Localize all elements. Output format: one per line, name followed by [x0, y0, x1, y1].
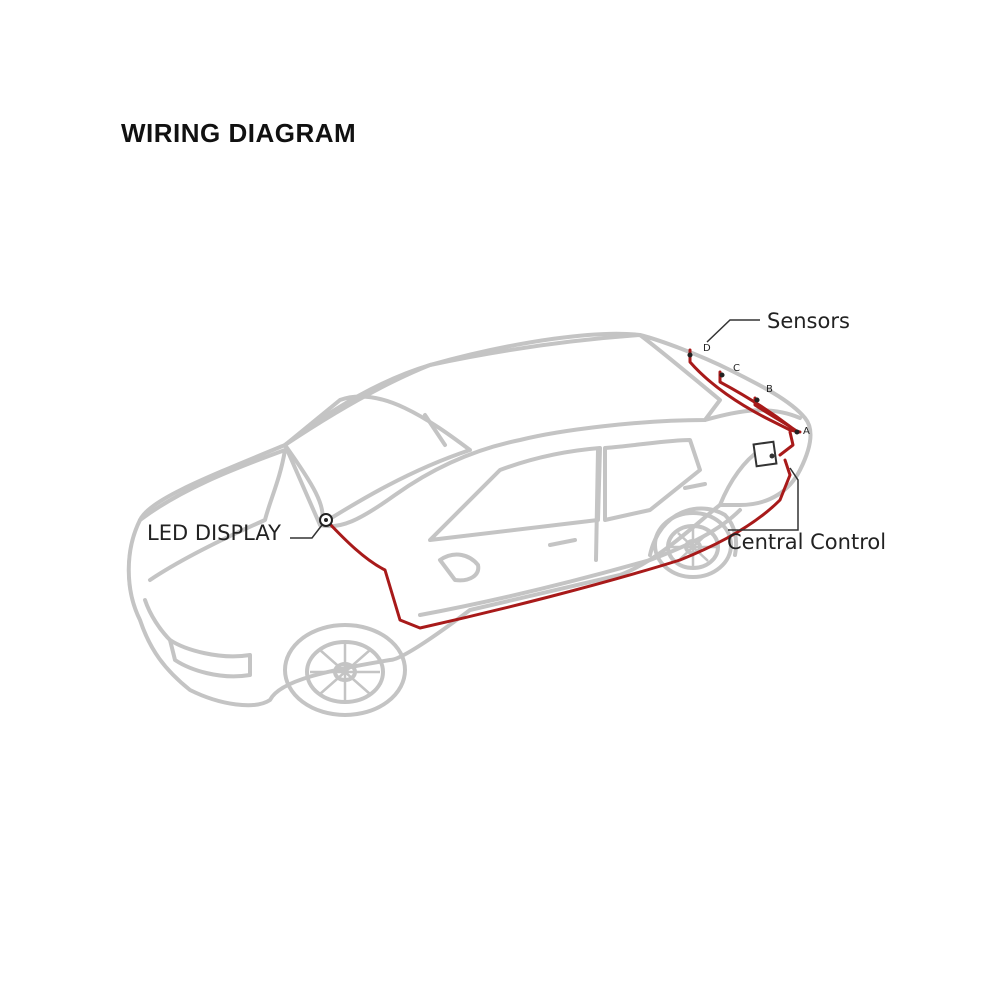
diagram-title: WIRING DIAGRAM: [121, 118, 357, 148]
leader-sensors: [706, 319, 760, 343]
leader-central: [728, 467, 799, 531]
car-front-window: [428, 446, 602, 542]
sensor-letter-d: D: [703, 343, 711, 354]
sensor-markers: [687, 352, 800, 435]
car-door-handle-front: [548, 538, 577, 547]
label-central-control: Central Control: [727, 530, 887, 554]
wire-sensor-harness: [688, 348, 802, 457]
leader-led: [290, 524, 323, 539]
car-lower-sill: [418, 508, 742, 617]
car-door-line: [594, 448, 600, 562]
wire-display-to-control: [326, 458, 792, 630]
led-display-unit: [319, 513, 333, 527]
front-wheel: [283, 623, 407, 717]
car-wiper: [423, 413, 447, 447]
sensor-letter-c: C: [733, 363, 740, 374]
label-sensors: Sensors: [767, 309, 850, 333]
sensor-letter-a: A: [803, 426, 810, 437]
car-roof: [283, 333, 722, 529]
central-control-unit: [752, 440, 778, 468]
sensor-letter-b: B: [766, 384, 773, 395]
car-hood: [138, 448, 287, 582]
car-door-handle-rear: [683, 482, 707, 490]
rear-wheel: [653, 511, 733, 579]
car-windshield: [283, 394, 472, 527]
car-rear-window: [603, 438, 702, 522]
car-headlight: [168, 638, 252, 679]
car-grille: [143, 598, 172, 642]
label-led-display: LED DISPLAY: [147, 521, 281, 545]
car-side-mirror: [438, 552, 481, 583]
